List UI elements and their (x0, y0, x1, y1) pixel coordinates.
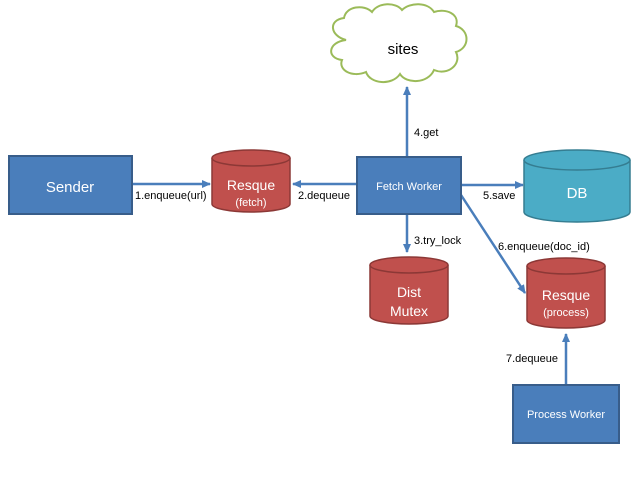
arrow-fetchworker-to-resque-process (459, 194, 527, 294)
arrows (132, 86, 570, 384)
cloud-icon (330, 3, 468, 83)
edge-label-dequeue-process: 7.dequeue (506, 353, 558, 365)
edge-label-enqueue-doc: 6.enqueue(doc_id) (498, 241, 590, 253)
fetch-worker-label: Fetch Worker (376, 181, 442, 193)
sender-node: Sender (8, 155, 133, 215)
sender-label: Sender (46, 179, 94, 196)
resque-process-title: Resque (542, 287, 590, 303)
db-node: DB (523, 149, 631, 223)
resque-process-subtitle: (process) (543, 307, 589, 319)
dist-mutex-line1: Dist (397, 284, 421, 300)
edge-label-enqueue-url: 1.enqueue(url) (135, 190, 207, 202)
edge-label-try-lock: 3.try_lock (414, 235, 462, 247)
edge-label-get: 4.get (414, 127, 438, 139)
edge-label-save: 5.save (483, 190, 515, 202)
dist-mutex-node: Dist Mutex (369, 256, 449, 325)
dist-mutex-line2: Mutex (390, 303, 428, 319)
fetch-worker-node: Fetch Worker (356, 156, 462, 215)
sites-label: sites (388, 41, 419, 58)
db-label: DB (567, 185, 588, 202)
process-worker-node: Process Worker (512, 384, 620, 444)
edge-label-dequeue-fetch: 2.dequeue (298, 190, 350, 202)
process-worker-label: Process Worker (527, 409, 605, 421)
resque-fetch-queue: Resque (fetch) (211, 149, 291, 213)
resque-fetch-title: Resque (227, 177, 275, 193)
edge-labels: 1.enqueue(url) 2.dequeue 3.try_lock 4.ge… (135, 127, 590, 365)
resque-process-queue: Resque (process) (526, 257, 606, 329)
resque-fetch-subtitle: (fetch) (235, 197, 266, 209)
sites-cloud: sites (330, 3, 468, 83)
